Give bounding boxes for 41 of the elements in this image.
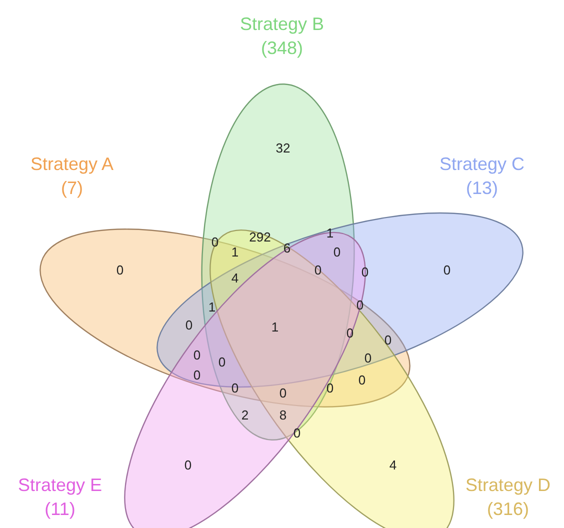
region-count: 0 xyxy=(314,262,322,278)
region-count: 2 xyxy=(241,408,249,422)
region-count: 0 xyxy=(193,348,201,362)
region-count: 0 xyxy=(384,332,392,348)
region-count: 0 xyxy=(346,326,354,340)
region-count: 32 xyxy=(276,140,290,156)
set-label: Strategy A xyxy=(30,153,114,176)
region-count: 1 xyxy=(326,226,334,240)
set-label: (7) xyxy=(61,177,83,200)
region-count: 6 xyxy=(283,240,291,256)
set-label: Strategy C xyxy=(439,153,525,176)
region-count: 0 xyxy=(193,368,201,382)
region-count: 1 xyxy=(271,320,279,334)
region-count: 1 xyxy=(231,244,239,260)
region-count: 0 xyxy=(356,298,364,312)
region-count: 0 xyxy=(184,458,192,472)
set-label: (13) xyxy=(466,177,498,200)
region-count: 8 xyxy=(279,408,287,422)
region-count: 0 xyxy=(218,354,226,370)
region-count: 292 xyxy=(249,230,271,244)
region-count: 4 xyxy=(389,458,397,472)
set-label: Strategy E xyxy=(18,474,102,497)
set-label: Strategy D xyxy=(465,474,551,497)
region-count: 0 xyxy=(326,380,334,396)
region-count: 4 xyxy=(231,270,239,286)
region-count: 0 xyxy=(443,262,451,278)
region-count: 0 xyxy=(358,372,366,388)
region-count: 0 xyxy=(333,244,341,260)
region-count: 0 xyxy=(185,318,193,332)
set-label: (348) xyxy=(260,37,304,60)
set-label: (11) xyxy=(44,498,76,521)
region-count: 0 xyxy=(231,380,239,396)
set-label: (316) xyxy=(486,498,530,521)
region-count: 0 xyxy=(364,350,372,366)
region-count: 0 xyxy=(361,264,369,280)
region-count: 0 xyxy=(293,426,301,440)
set-label: Strategy B xyxy=(240,13,324,36)
region-count: 0 xyxy=(279,386,287,400)
region-count: 0 xyxy=(116,262,124,278)
region-count: 0 xyxy=(211,234,219,250)
region-count: 1 xyxy=(208,300,216,314)
